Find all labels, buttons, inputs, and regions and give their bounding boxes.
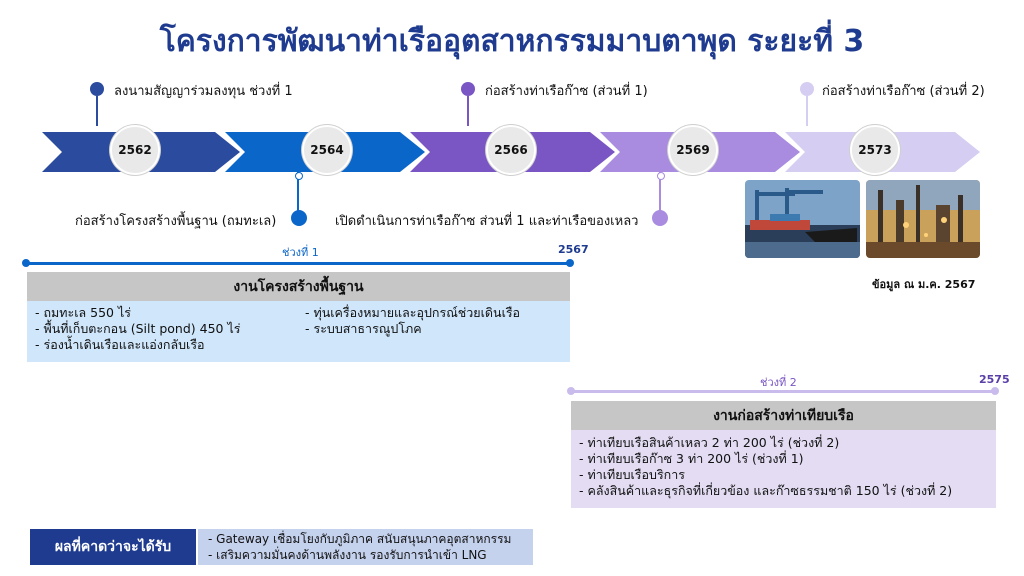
phase1-end-year: 2567 <box>558 243 589 256</box>
phase2-end-dot <box>991 387 999 395</box>
phase2-item: - ท่าเทียบเรือสินค้าเหลว 2 ท่า 200 ไร่ (… <box>579 435 840 450</box>
results-item: - Gateway เชื่อมโยงกับภูมิภาค สนับสนุนภา… <box>208 532 512 546</box>
event-small-dot-infra <box>295 172 303 180</box>
phase2-item: - คลังสินค้าและธุรกิจที่เกี่ยวข้อง และก๊… <box>579 483 953 498</box>
phase1-item: - พื้นที่เก็บตะกอน (Silt pond) 450 ไร่ <box>35 321 241 336</box>
event-contract-signing: ลงนามสัญญาร่วมลงทุน ช่วงที่ 1 <box>114 84 293 99</box>
phase1-heading: งานโครงสร้างพื้นฐาน <box>27 272 570 301</box>
refinery-photo <box>866 180 980 258</box>
event-infrastructure: ก่อสร้างโครงสร้างพื้นฐาน (ถมทะเล) <box>75 214 277 229</box>
port-photo <box>745 180 860 258</box>
year-marker-2573: 2573 <box>850 125 900 175</box>
results-heading: ผลที่คาดว่าจะได้รับ <box>30 529 196 565</box>
phase2-line <box>571 390 996 393</box>
event-stem-contract <box>96 96 98 126</box>
phase2-heading: งานก่อสร้างท่าเทียบเรือ <box>571 401 996 430</box>
year-marker-2569: 2569 <box>668 125 718 175</box>
phase1-item: - ทุ่นเครื่องหมายและอุปกรณ์ช่วยเดินเรือ <box>305 305 521 320</box>
phase1-line <box>26 262 572 265</box>
event-stem-infra <box>297 172 299 212</box>
results-item: - เสริมความมั่นคงด้านพลังงาน รองรับการนำ… <box>208 548 487 562</box>
phase1-label: ช่วงที่ 1 <box>282 246 319 259</box>
phase2-end-year: 2575 <box>979 373 1010 386</box>
phase1-start-dot <box>22 259 30 267</box>
phase1-list-left: - ถมทะเล 550 ไร่ - พื้นที่เก็บตะกอน (Sil… <box>35 305 240 353</box>
phase1-item: - ระบบสาธารณูปโภค <box>305 321 422 336</box>
phase1-body: - ถมทะเล 550 ไร่ - พื้นที่เก็บตะกอน (Sil… <box>27 301 570 362</box>
phase2-start-dot <box>567 387 575 395</box>
event-dot-infra <box>291 210 307 226</box>
event-stem-gas-port-1 <box>467 96 469 126</box>
event-small-dot-open-ops <box>657 172 665 180</box>
phase2-item: - ท่าเทียบเรือก๊าซ 3 ท่า 200 ไร่ (ช่วงที… <box>579 451 804 466</box>
phase2-label: ช่วงที่ 2 <box>760 376 797 389</box>
event-gas-port-part2: ก่อสร้างท่าเรือก๊าซ (ส่วนที่ 2) <box>822 84 985 99</box>
year-marker-2566: 2566 <box>486 125 536 175</box>
phase1-item: - ร่องน้ำเดินเรือและแอ่งกลับเรือ <box>35 337 205 352</box>
event-gas-port-part1: ก่อสร้างท่าเรือก๊าซ (ส่วนที่ 1) <box>485 84 648 99</box>
phase1-end-dot <box>566 259 574 267</box>
results-body: - Gateway เชื่อมโยงกับภูมิภาค สนับสนุนภา… <box>198 529 533 565</box>
phase2-item: - ท่าเทียบเรือบริการ <box>579 467 685 482</box>
data-date-note: ข้อมูล ณ ม.ค. 2567 <box>872 278 976 291</box>
phase2-list: - ท่าเทียบเรือสินค้าเหลว 2 ท่า 200 ไร่ (… <box>579 435 952 499</box>
event-open-operations: เปิดดำเนินการท่าเรือก๊าซ ส่วนที่ 1 และท่… <box>335 214 639 229</box>
phase1-item: - ถมทะเล 550 ไร่ <box>35 305 131 320</box>
event-stem-open-ops <box>659 172 661 212</box>
year-marker-2564: 2564 <box>302 125 352 175</box>
event-dot-contract <box>90 82 104 96</box>
phase1-list-right: - ทุ่นเครื่องหมายและอุปกรณ์ช่วยเดินเรือ … <box>305 305 520 337</box>
page-title: โครงการพัฒนาท่าเรืออุตสาหกรรมมาบตาพุด ระ… <box>159 24 865 59</box>
event-stem-gas-port-2 <box>806 96 808 126</box>
event-dot-open-ops <box>652 210 668 226</box>
year-marker-2562: 2562 <box>110 125 160 175</box>
event-dot-gas-port-1 <box>461 82 475 96</box>
phase2-body: - ท่าเทียบเรือสินค้าเหลว 2 ท่า 200 ไร่ (… <box>571 430 996 508</box>
event-dot-gas-port-2 <box>800 82 814 96</box>
